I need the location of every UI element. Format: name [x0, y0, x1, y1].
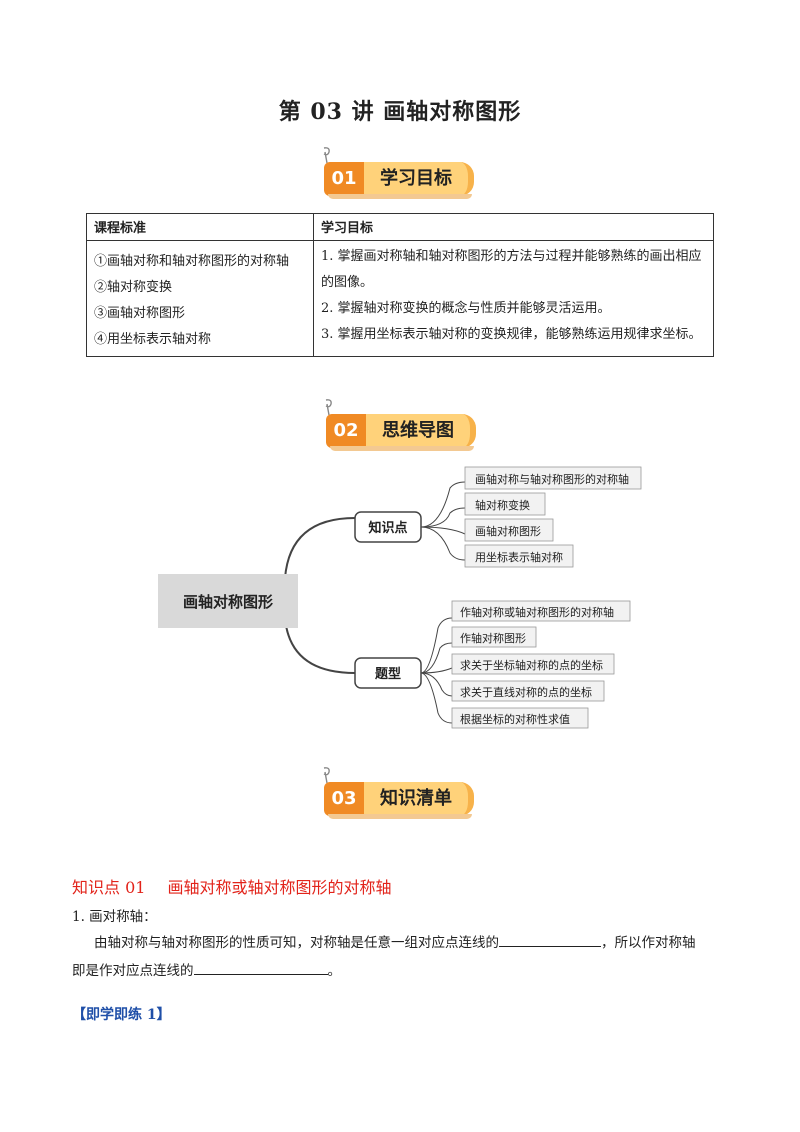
section-badge-03: 03 知识清单	[323, 767, 476, 819]
paragraph-text: 即是作对应点连线的	[72, 963, 194, 979]
item-heading: 1. 画对称轴：	[72, 909, 157, 925]
mindmap-root: 画轴对称图形	[183, 593, 273, 611]
knowledge-point-title: 画轴对称或轴对称图形的对称轴	[167, 878, 392, 897]
mindmap-branch-question-types: 题型	[375, 666, 401, 682]
section-label: 知识清单	[364, 782, 474, 816]
goal-item: 3. 掌握用坐标表示轴对称的变换规律，能够熟练运用规律求坐标。	[321, 327, 702, 342]
mindmap-leaf: 根据坐标的对称性求值	[460, 712, 570, 726]
standard-item: ③画轴对称图形	[94, 306, 186, 321]
standards-cell: ①画轴对称和轴对称图形的对称轴 ②轴对称变换 ③画轴对称图形 ④用坐标表示轴对称	[86, 240, 314, 357]
paragraph-text: ，所以作对称轴	[601, 935, 696, 951]
section-badge-02: 02 思维导图	[325, 399, 478, 451]
standard-item: ④用坐标表示轴对称	[94, 332, 212, 347]
goal-item: 2. 掌握轴对称变换的概念与性质并能够灵活运用。	[321, 301, 611, 316]
pin-icon	[323, 147, 330, 164]
section-number: 01	[324, 162, 364, 196]
knowledge-paragraph: 由轴对称与轴对称图形的性质可知，对称轴是任意一组对应点连线的 ，所以作对称轴 即是…	[72, 929, 732, 985]
section-number: 02	[326, 414, 366, 448]
fill-blank-2[interactable]	[193, 958, 328, 975]
section-badge-01: 01 学习目标	[323, 147, 476, 199]
mindmap-leaf: 画轴对称图形	[475, 524, 541, 538]
standards-table: 课程标准 学习目标 ①画轴对称和轴对称图形的对称轴 ②轴对称变换 ③画轴对称图形…	[86, 213, 714, 357]
table-header-goal: 学习目标	[313, 213, 714, 241]
pin-icon	[325, 399, 332, 416]
fill-blank-1[interactable]	[499, 930, 601, 947]
mindmap-leaf: 作轴对称或轴对称图形的对称轴	[460, 605, 614, 619]
knowledge-point-label: 知识点 01	[72, 878, 146, 897]
standard-item: ①画轴对称和轴对称图形的对称轴	[94, 254, 290, 269]
section-number: 03	[324, 782, 364, 816]
exercise-label: 【即学即练 1】	[72, 1007, 171, 1023]
goals-cell: 1. 掌握画对称轴和轴对称图形的方法与过程并能够熟练的画出相应的图像。 2. 掌…	[313, 240, 714, 357]
standard-item: ②轴对称变换	[94, 280, 173, 295]
page-title: 第 03 讲 画轴对称图形	[278, 99, 522, 125]
mindmap-leaf: 求关于直线对称的点的坐标	[460, 685, 592, 699]
mindmap-leaf: 轴对称变换	[475, 498, 530, 512]
mind-map: 画轴对称图形 知识点 画轴对称与轴对称图形的对称轴 轴对称变换 画轴对称图形 用…	[158, 466, 642, 729]
knowledge-point-heading: 知识点 01 画轴对称或轴对称图形的对称轴	[72, 874, 413, 898]
table-header-standard: 课程标准	[86, 213, 314, 241]
mindmap-branch-knowledge: 知识点	[368, 520, 407, 536]
mindmap-leaf: 求关于坐标轴对称的点的坐标	[460, 658, 603, 672]
goal-item: 1. 掌握画对称轴和轴对称图形的方法与过程并能够熟练的画出相应的图像。	[321, 249, 702, 290]
section-label: 学习目标	[364, 162, 474, 196]
mindmap-root-box	[158, 574, 298, 628]
section-label: 思维导图	[366, 414, 476, 448]
paragraph-text: 。	[327, 963, 342, 979]
mindmap-leaf: 用坐标表示轴对称	[475, 550, 563, 564]
paragraph-text: 由轴对称与轴对称图形的性质可知，对称轴是任意一组对应点连线的	[94, 935, 499, 951]
mindmap-leaf: 画轴对称与轴对称图形的对称轴	[475, 472, 629, 486]
mindmap-leaf: 作轴对称图形	[460, 631, 526, 645]
pin-icon	[323, 767, 330, 784]
